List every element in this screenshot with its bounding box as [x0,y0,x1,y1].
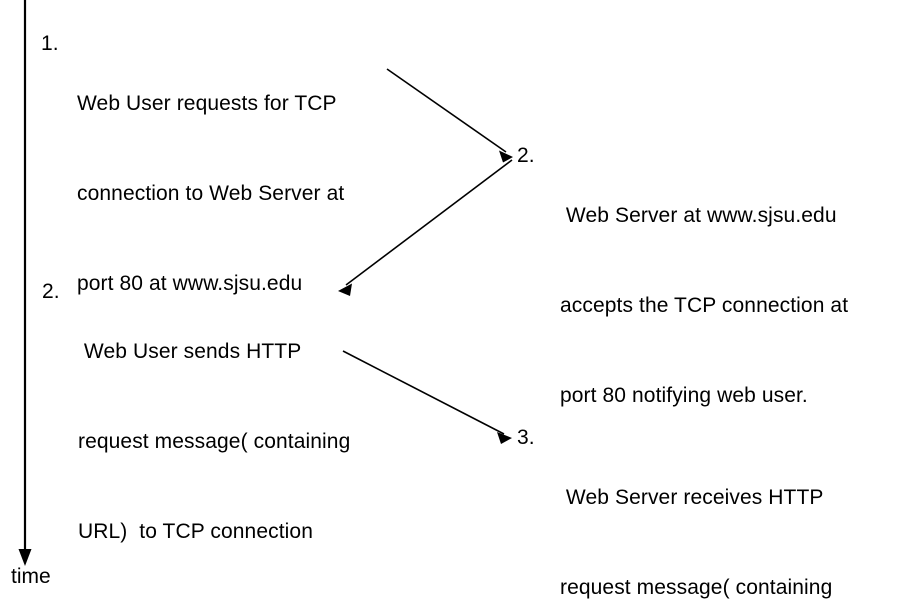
step-number: 1. [41,32,59,55]
time-axis [18,0,32,566]
time-axis-label: time [11,565,51,588]
step-number: 2. [42,280,60,303]
step-number: 2. [517,144,535,167]
arrow-step2left-to-step3 [342,350,512,444]
step-line: Web Server receives HTTP [560,486,824,509]
step-line: accepts the TCP connection at [560,294,849,317]
step-line: connection to Web Server at [77,182,345,205]
step-text: Web Server receives HTTP request message… [560,423,834,600]
step-line: request message( containing [560,576,833,599]
arrow-step1-to-step2 [386,68,513,163]
step-line: request message( containing [78,430,351,453]
step-block-2: 2. Web Server at www.sjsu.edu accepts th… [517,141,848,471]
arrow-step2-to-step2left [338,159,513,296]
step-number: 3. [517,426,535,449]
step-text: Web User sends HTTP request message( con… [78,277,350,600]
step-line: Web User requests for TCP [77,92,337,115]
step-block-3: 2. Web User sends HTTP request message( … [42,277,350,600]
step-line: Web User sends HTTP [78,340,302,363]
step-text: Web User requests for TCP connection to … [77,29,344,359]
step-text: Web Server at www.sjsu.edu accepts the T… [560,141,848,471]
step-block-4: 3. Web Server receives HTTP request mess… [517,423,834,600]
step-line: Web Server at www.sjsu.edu [560,204,837,227]
step-line: URL) to TCP connection [78,520,313,543]
step-line: port 80 notifying web user. [560,384,808,407]
step-line: port 80 at www.sjsu.edu [77,272,303,295]
step-block-1: 1. Web User requests for TCP connection … [41,29,344,359]
